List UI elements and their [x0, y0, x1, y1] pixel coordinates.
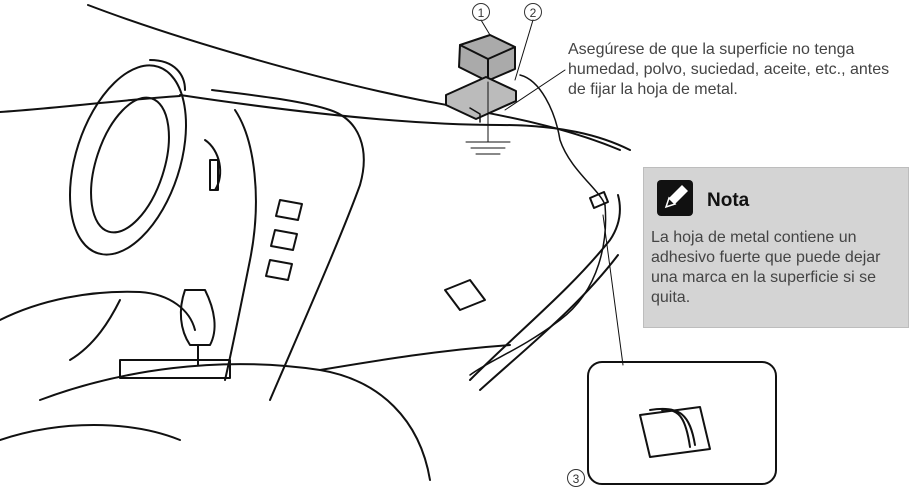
- steering-wheel: [69, 64, 187, 256]
- door-line: [0, 95, 181, 113]
- callout-1: 1: [472, 3, 490, 21]
- note-text: La hoja de metal contiene un adhesivo fu…: [651, 229, 881, 306]
- caution-text: Asegúrese de que la superficie no tenga …: [568, 41, 890, 98]
- gear-knob: [179, 289, 216, 346]
- pencil-icon: [657, 180, 693, 216]
- note-box: Nota La hoja de metal contiene un adhesi…: [643, 167, 909, 328]
- metal-sheet: [445, 76, 517, 120]
- callout-2: 2: [524, 3, 542, 21]
- inset-box: [587, 361, 777, 485]
- callout-3: 3: [567, 469, 585, 487]
- note-title: Nota: [707, 190, 750, 211]
